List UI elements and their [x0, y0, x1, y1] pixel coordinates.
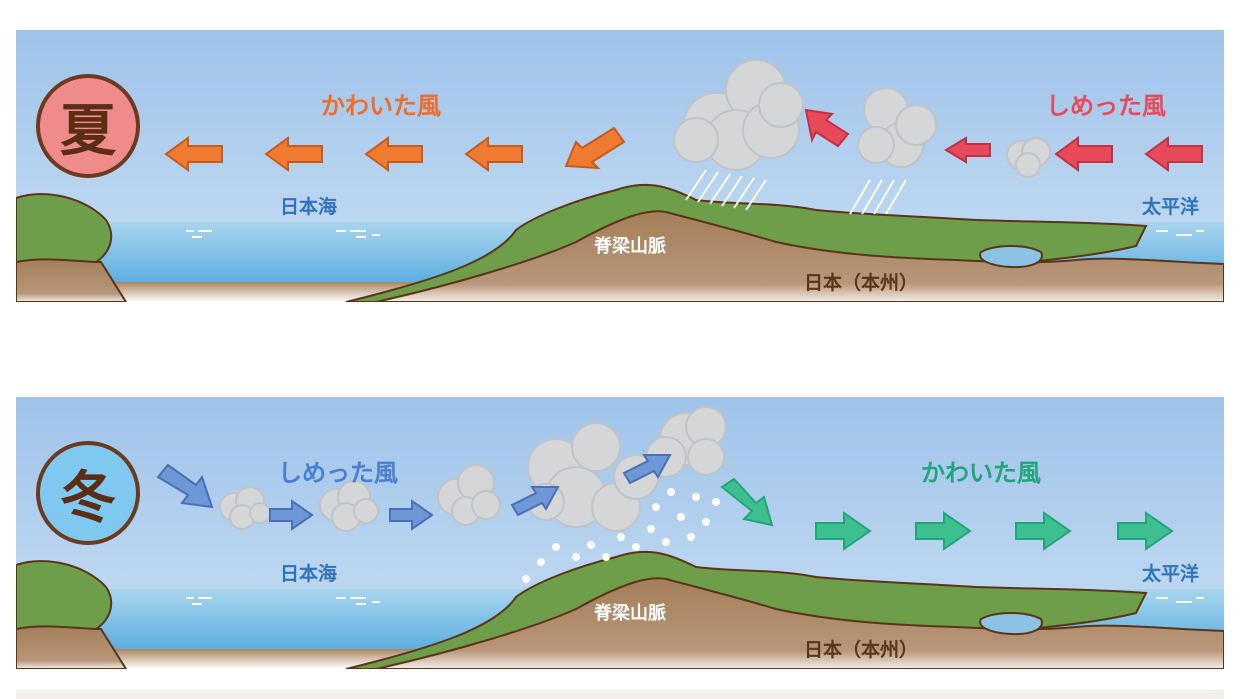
blue-arrow-3 — [389, 499, 434, 531]
summer-moist-wind-label: しめった風 — [1046, 92, 1166, 120]
mainland-earth — [375, 577, 1224, 669]
wave-marks — [186, 230, 1204, 238]
wave-marks — [186, 597, 1204, 605]
winter-sea-of-japan-label: 日本海 — [280, 563, 338, 585]
orange-arrow-2 — [264, 136, 323, 172]
lake — [979, 245, 1043, 269]
summer-moist-arrows — [804, 108, 1203, 172]
summer-panel: 夏 かわいた風 しめった風 日本海 太平洋 脊梁山脈 日本（本州） — [16, 30, 1224, 302]
winter-mid-cloud — [437, 464, 501, 526]
left-island-earth — [16, 625, 128, 669]
mainland-earth — [375, 210, 1224, 302]
blue-arrow-1 — [156, 463, 214, 509]
winter-panel: 冬 しめった風 かわいた風 日本海 太平洋 脊梁山脈 日本（本州） — [16, 397, 1224, 669]
summer-mid-cloud — [857, 87, 937, 168]
winter-small-cloud-2 — [319, 480, 379, 532]
green-arrow-2 — [815, 511, 872, 551]
summer-dry-arrows — [164, 126, 626, 172]
summer-scene — [16, 30, 1224, 302]
winter-season-badge: 冬 — [36, 441, 140, 545]
winter-moist-wind-label: しめった風 — [278, 459, 398, 487]
orange-arrow-4 — [464, 136, 523, 172]
summer-big-cloud — [673, 59, 804, 171]
blue-arrow-5 — [622, 454, 672, 485]
summer-sea-of-japan-label: 日本海 — [280, 196, 338, 218]
winter-scene — [16, 397, 1224, 669]
bottom-strip — [16, 690, 1224, 699]
winter-pacific-label: 太平洋 — [1142, 563, 1200, 585]
green-arrow-3 — [915, 511, 972, 551]
summer-mountain-range-label: 脊梁山脈 — [594, 236, 666, 257]
winter-dry-arrows — [720, 477, 1174, 551]
winter-mountain-range-label: 脊梁山脈 — [594, 603, 666, 624]
green-arrow-4 — [1015, 511, 1072, 551]
summer-season-badge: 夏 — [36, 74, 140, 178]
winter-honshu-label: 日本（本州） — [804, 639, 919, 661]
green-arrow-1 — [720, 477, 774, 527]
winter-moist-arrows — [156, 454, 672, 531]
orange-arrow-5 — [564, 126, 626, 170]
summer-dry-wind-label: かわいた風 — [321, 92, 441, 120]
summer-pacific-label: 太平洋 — [1142, 196, 1200, 218]
orange-arrow-1 — [164, 136, 223, 172]
winter-dry-wind-label: かわいた風 — [921, 459, 1041, 487]
left-island-earth — [16, 258, 128, 302]
winter-small-cloud-1 — [219, 486, 271, 530]
red-arrow-2 — [944, 136, 991, 164]
winter-big-cloud — [527, 406, 727, 532]
blue-arrow-4 — [510, 486, 560, 517]
red-arrow-4 — [1144, 136, 1203, 172]
summer-small-cloud — [1006, 137, 1051, 178]
lake — [979, 612, 1043, 636]
winter-snow — [522, 488, 720, 583]
red-arrow-3 — [1054, 136, 1113, 172]
green-arrow-5 — [1117, 511, 1174, 551]
summer-honshu-label: 日本（本州） — [804, 272, 919, 294]
orange-arrow-3 — [364, 136, 423, 172]
blue-arrow-2 — [269, 499, 314, 531]
summer-rain — [685, 169, 907, 215]
red-arrow-1 — [804, 108, 850, 148]
